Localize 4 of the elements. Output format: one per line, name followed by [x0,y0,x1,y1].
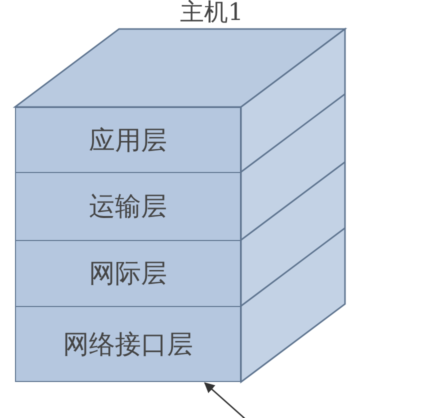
layer-box: 网际层 [15,240,241,307]
layer-box: 网络接口层 [15,306,241,382]
layer-box: 运输层 [15,172,241,241]
layer-box: 应用层 [15,107,241,173]
